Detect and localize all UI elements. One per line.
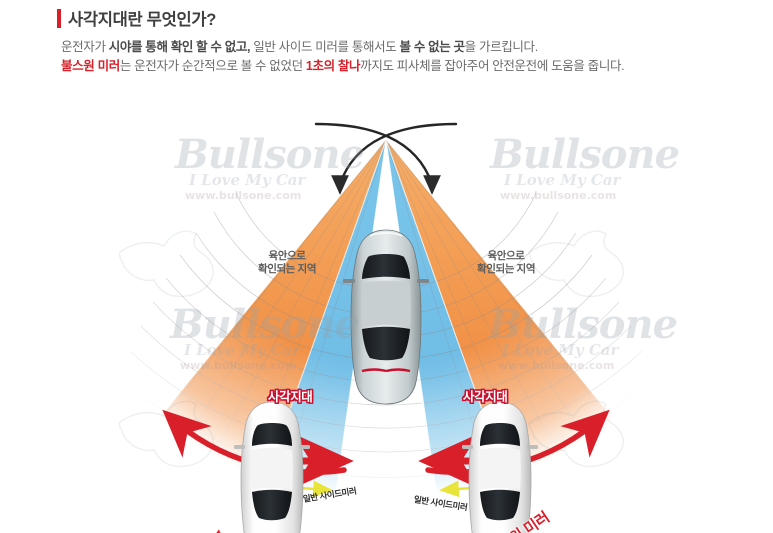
- intro-line2-part4: 까지도 피사체를 잡아주어 안전운전에 도움을 줍니다.: [360, 59, 625, 73]
- intro-line-1: 운전자가 시야를 통해 확인 할 수 없고, 일반 사이드 미러를 통해서도 볼…: [61, 38, 761, 57]
- eye-arrow-right: [314, 122, 441, 195]
- mirror-arrow-right: [439, 480, 473, 498]
- label-blindspot-left: 사각지대: [268, 390, 313, 404]
- eye-arrow-left: [331, 122, 458, 195]
- neighbor-car-left-roof: [251, 447, 293, 490]
- intro-line1-part2: 시야를 통해 확인 할 수 없고,: [108, 40, 251, 54]
- intro-paragraph: 운전자가 시야를 통해 확인 할 수 없고, 일반 사이드 미러를 통해서도 볼…: [61, 38, 761, 76]
- label-visible-area-right: 육안으로 확인되는 지역: [477, 250, 535, 276]
- label-visible-area-left-line1: 육안으로: [268, 250, 306, 262]
- blindspot-diagram: Bullsone I Love My Car www.bullsone.com …: [0, 100, 773, 533]
- intro-line-2: 불스원 미러는 운전자가 순간적으로 볼 수 없었던 1초의 찰나까지도 피사체…: [61, 57, 761, 76]
- intro-line1-part1: 운전자가: [61, 40, 109, 54]
- blindspot-sector-right: [386, 140, 706, 533]
- page-header: 사각지대란 무엇인가?: [57, 6, 216, 30]
- neighbor-car-left-rear-glass: [252, 489, 292, 521]
- neighbor-car-left-mirror-far: [299, 445, 310, 449]
- ego-car-highlight: [369, 232, 403, 237]
- diagram-svg: [36, 122, 736, 533]
- intro-line1-part4: 볼 수 없는 곳: [399, 40, 465, 54]
- title-accent-bar: [57, 8, 61, 28]
- neighbor-car-right-rear-glass: [480, 489, 520, 521]
- label-visible-area-left-line2: 확인되는 지역: [258, 263, 317, 275]
- intro-line1-part5: 을 가르킵니다.: [464, 40, 539, 54]
- radar-arcs: [71, 192, 701, 533]
- ego-car-taillight-right: [385, 368, 411, 373]
- blindspot-sector-left: [66, 140, 386, 533]
- label-blindspot-right: 사각지대: [463, 390, 508, 404]
- ego-car-rear-glass: [362, 326, 410, 361]
- intro-line2-emphasis: 1초의 찰나: [305, 59, 361, 73]
- mirror-arrow-left: [299, 480, 333, 498]
- ego-car-mirror-left: [343, 279, 355, 283]
- neighbor-car-right-roof: [479, 447, 521, 490]
- neighbor-car-left-windshield: [252, 423, 292, 446]
- ego-car-mirror-right: [417, 279, 429, 283]
- neighbor-car-right-mirror: [527, 445, 538, 449]
- neighbor-car-left: [234, 401, 310, 533]
- neighbor-car-right-mirror-far: [462, 445, 473, 449]
- neighbor-car-right: [462, 401, 538, 533]
- ego-car-windshield: [362, 254, 410, 279]
- page-title: 사각지대란 무엇인가?: [68, 11, 216, 29]
- label-visible-area-right-line1: 육안으로: [487, 250, 525, 262]
- intro-line2-brand: 불스원 미러: [61, 59, 120, 73]
- eye-view-arrows: [314, 122, 458, 195]
- neighbor-car-left-mirror: [234, 445, 245, 449]
- ego-car-taillight-left: [361, 368, 387, 373]
- intro-line1-part3: 일반 사이드 미러를 통해서도: [250, 40, 400, 54]
- ego-car: [343, 229, 429, 405]
- label-visible-area-left: 육안으로 확인되는 지역: [258, 250, 316, 276]
- neighbor-car-right-windshield: [480, 423, 520, 446]
- label-visible-area-right-line2: 확인되는 지역: [477, 263, 536, 275]
- side-mirror-arrows: [299, 480, 473, 498]
- ego-car-roof: [361, 280, 411, 327]
- intro-line2-part2: 는 운전자가 순간적으로 볼 수 없었던: [119, 59, 306, 73]
